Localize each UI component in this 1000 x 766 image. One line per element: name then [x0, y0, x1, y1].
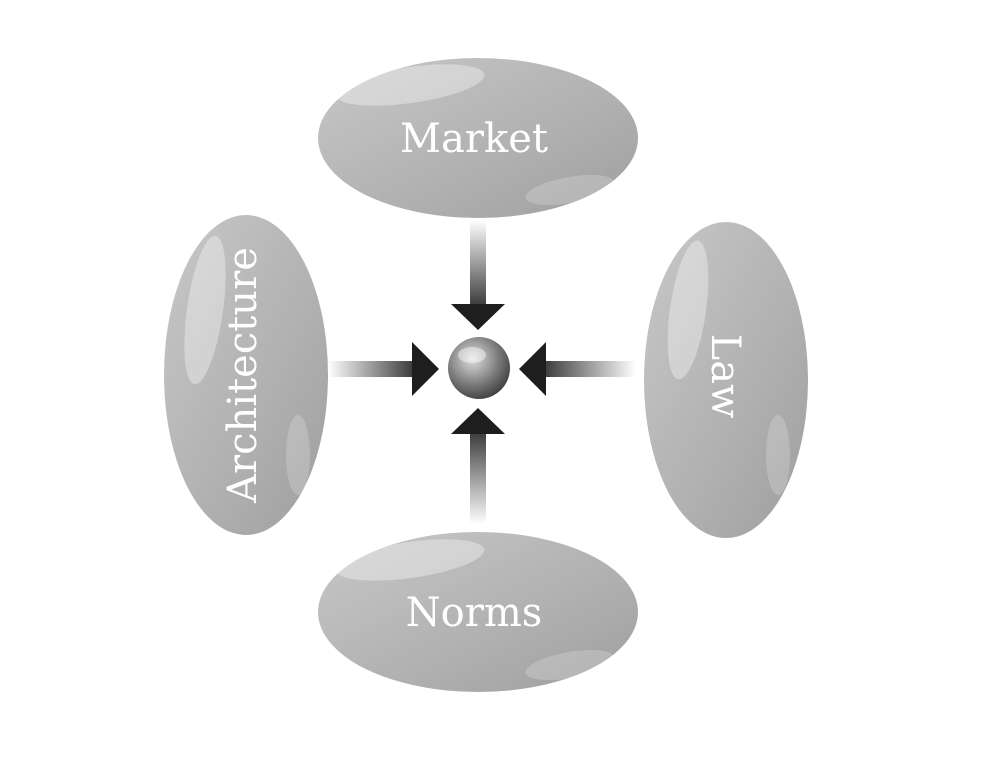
arrowhead-up-icon — [451, 408, 505, 434]
arrowhead-down-icon — [451, 304, 505, 330]
arrow-shaft-right — [544, 361, 636, 377]
arrowhead-right-icon — [412, 342, 439, 396]
node-architecture: Architecture — [164, 215, 328, 535]
node-norms: Norms — [318, 532, 638, 692]
arrow-shaft-bottom — [470, 432, 486, 524]
node-market: Market — [318, 58, 638, 218]
node-label-market: Market — [400, 116, 548, 162]
arrow-shaft-left — [328, 361, 414, 377]
arrowhead-left-icon — [519, 342, 546, 396]
node-law: Law — [644, 222, 808, 538]
arrow-shaft-top — [470, 220, 486, 306]
node-label-law: Law — [702, 334, 748, 419]
center-sphere — [448, 337, 510, 399]
node-label-architecture: Architecture — [220, 247, 266, 504]
node-label-norms: Norms — [406, 590, 543, 636]
